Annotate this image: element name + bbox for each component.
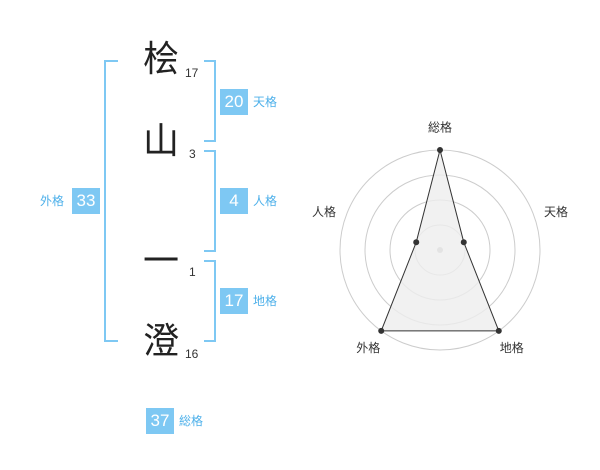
chikaku-bracket (204, 260, 216, 342)
radar-data-polygon (380, 149, 500, 332)
soukaku-label: 総格 (179, 414, 204, 428)
stroke-count-4: 16 (185, 347, 199, 361)
radar-point (437, 147, 443, 153)
tenkaku-bracket (204, 60, 216, 142)
name-char-2: 山 (143, 121, 180, 162)
name-char-4: 澄 (143, 321, 180, 362)
radar-axis-label-gaikaku: 外格 (356, 340, 380, 355)
soukaku-value: 37 (146, 408, 174, 434)
name-char-1: 桧 (143, 39, 180, 80)
radar-axis-label-chikaku: 地格 (500, 340, 524, 355)
stroke-count-1: 17 (185, 66, 199, 80)
gaikaku-label: 外格 (40, 194, 65, 208)
jinkaku-label: 人格 (253, 194, 278, 208)
radar-point (495, 327, 502, 334)
radar-point (413, 239, 420, 246)
gaikaku-value: 33 (72, 188, 100, 214)
chikaku-value: 17 (220, 288, 248, 314)
jinkaku-value: 4 (220, 188, 248, 214)
tenkaku-label: 天格 (253, 95, 278, 109)
tenkaku-value: 20 (220, 89, 248, 115)
chikaku-label: 地格 (253, 294, 278, 308)
radar-axis-label-soukaku: 総格 (428, 120, 452, 135)
radar-axis-label-tenkaku: 天格 (544, 204, 568, 219)
radar-chart: 総格 天格 地格 外格 人格 (312, 120, 568, 356)
radar-point (378, 327, 385, 334)
radar-point (460, 239, 467, 246)
stroke-count-3: 1 (189, 265, 196, 279)
gaikaku-bracket (104, 60, 118, 342)
name-char-3: 一 (143, 241, 180, 282)
jinkaku-bracket (204, 150, 216, 252)
radar-axis-label-jinkaku: 人格 (312, 204, 336, 219)
stroke-count-2: 3 (189, 147, 196, 161)
radar-points (378, 147, 502, 334)
